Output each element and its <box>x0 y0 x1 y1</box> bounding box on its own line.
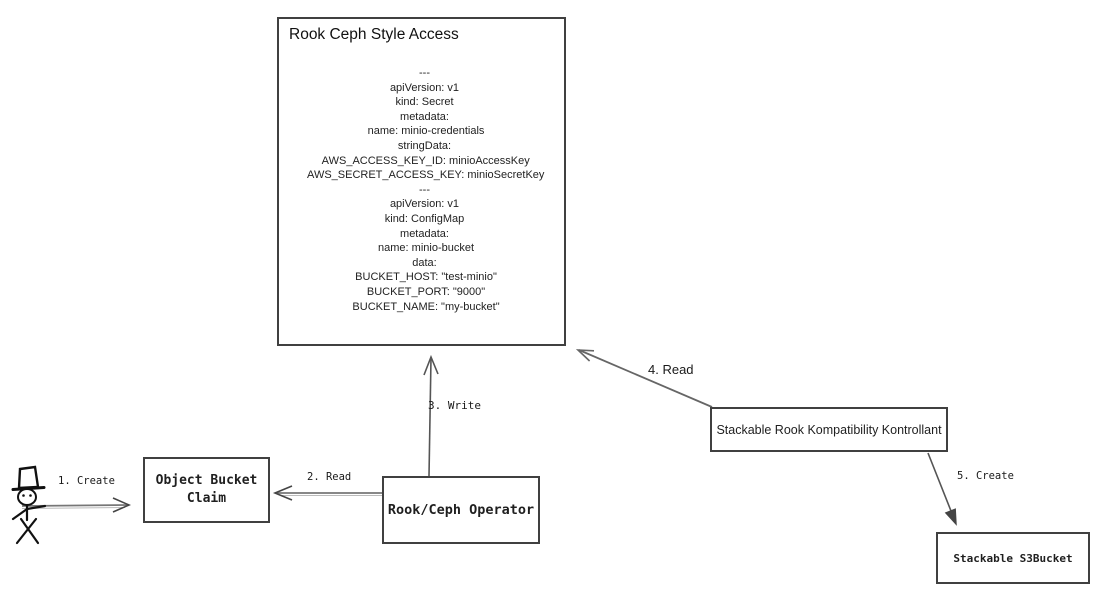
yaml-line: BUCKET_PORT: "9000" <box>363 285 486 298</box>
node-label: Rook/Ceph Operator <box>387 502 535 518</box>
person-icon <box>11 465 47 545</box>
yaml-line: data: <box>412 256 437 269</box>
node-stackable-rook-kompatibility-kontrollant: Stackable Rook Kompatibility Kontrollant <box>710 407 948 452</box>
arrow-label-3-write: 3. Write <box>428 399 481 412</box>
yaml-line: BUCKET_NAME: "my-bucket" <box>349 300 500 313</box>
node-stackable-s3bucket: Stackable S3Bucket <box>936 532 1090 584</box>
yaml-line: --- <box>419 183 430 196</box>
node-title: Rook Ceph Style Access <box>289 26 459 43</box>
arrow-label-1-create: 1. Create <box>58 475 115 487</box>
arrow-3-write <box>423 354 439 477</box>
yaml-line: AWS_ACCESS_KEY_ID: minioAccessKey <box>319 154 530 167</box>
yaml-line: stringData: <box>397 139 452 152</box>
yaml-line: kind: ConfigMap <box>384 212 465 225</box>
node-rook-ceph-style-access: Rook Ceph Style Access --- apiVersion: v1… <box>277 17 566 346</box>
yaml-line: apiVersion: v1 <box>389 81 460 94</box>
yaml-line: metadata: <box>400 227 449 240</box>
top-hat <box>17 465 40 490</box>
yaml-line: name: minio-credentials <box>364 125 485 138</box>
node-label: Stackable Rook Kompatibility Kontrollant <box>716 422 942 437</box>
arrow-label-4-read: 4. Read <box>648 362 694 377</box>
arrow-5-create <box>927 452 957 526</box>
node-label: Object Bucket Claim <box>155 473 258 506</box>
yaml-line: name: minio-bucket <box>374 242 475 255</box>
arrow-4-read <box>575 349 713 408</box>
yaml-line: metadata: <box>400 110 449 123</box>
yaml-line: kind: Secret <box>395 96 454 109</box>
yaml-line: --- <box>419 67 430 79</box>
node-rook-ceph-operator: Rook/Ceph Operator <box>382 476 540 544</box>
arrow-label-5-create: 5. Create <box>957 470 1014 482</box>
arrow-label-2-read: 2. Read <box>307 471 352 483</box>
node-label: Stackable S3Bucket <box>953 551 1073 565</box>
arrow-2-read <box>272 485 383 501</box>
yaml-line: BUCKET_HOST: "test-minio" <box>352 271 497 284</box>
yaml-line: apiVersion: v1 <box>389 198 460 211</box>
node-object-bucket-claim: Object Bucket Claim <box>143 457 270 523</box>
yaml-line: AWS_SECRET_ACCESS_KEY: minioSecretKey <box>304 169 545 182</box>
